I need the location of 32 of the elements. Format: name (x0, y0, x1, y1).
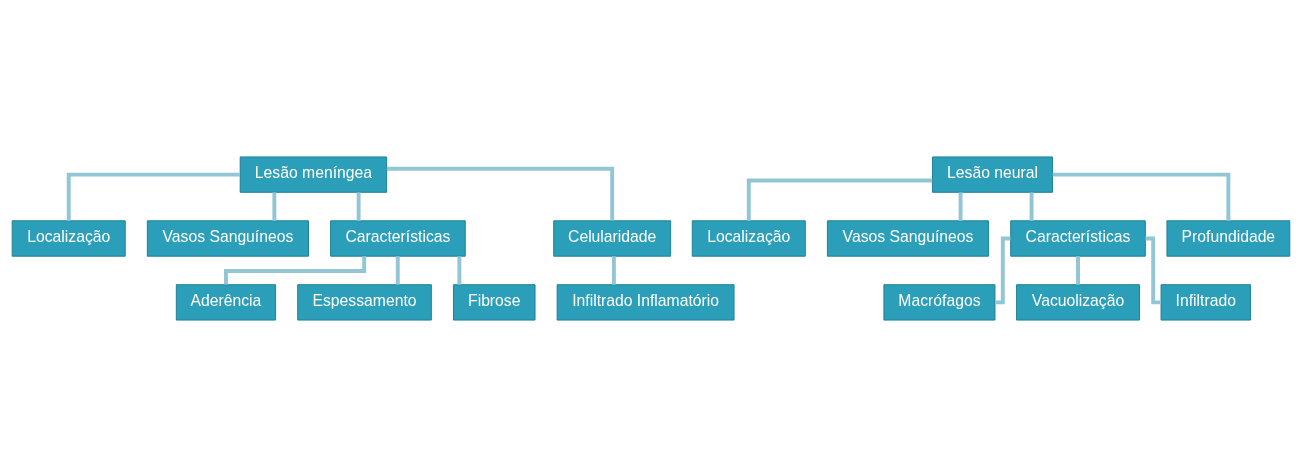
connector (1076, 255, 1080, 285)
node-box: Localização (11, 219, 126, 257)
node-box: Aderência (175, 283, 277, 321)
connector (1052, 172, 1231, 221)
connector (958, 191, 963, 221)
connector (272, 191, 277, 221)
connector (746, 178, 933, 221)
node-box: Espessamento (297, 283, 432, 321)
node-box: Infiltrado (1160, 283, 1251, 321)
node-box: Infiltrado Inflamatório (556, 283, 735, 321)
node-box: Características (330, 219, 466, 257)
connector (995, 236, 1011, 304)
node-box: Celularidade (553, 219, 672, 257)
connector (66, 172, 240, 221)
node-box: Vacuolização (1016, 283, 1140, 321)
node-box: Lesão meníngea (239, 155, 388, 193)
node-box: Localização (691, 219, 806, 257)
connector (356, 191, 361, 221)
node-box: Profundidade (1166, 219, 1291, 257)
connector (224, 255, 367, 284)
connector (395, 255, 400, 285)
node-box: Vasos Sanguíneos (146, 219, 309, 257)
connector (1145, 236, 1161, 304)
connector (611, 255, 616, 285)
connector (1029, 191, 1034, 221)
connector (386, 166, 615, 221)
node-box: Características (1010, 219, 1146, 257)
connector (457, 255, 462, 285)
node-box: Macrófagos (883, 283, 996, 321)
node-box: Lesão neural (932, 155, 1053, 193)
node-box: Vasos Sanguíneos (826, 219, 990, 257)
node-box: Fibrose (453, 283, 536, 321)
